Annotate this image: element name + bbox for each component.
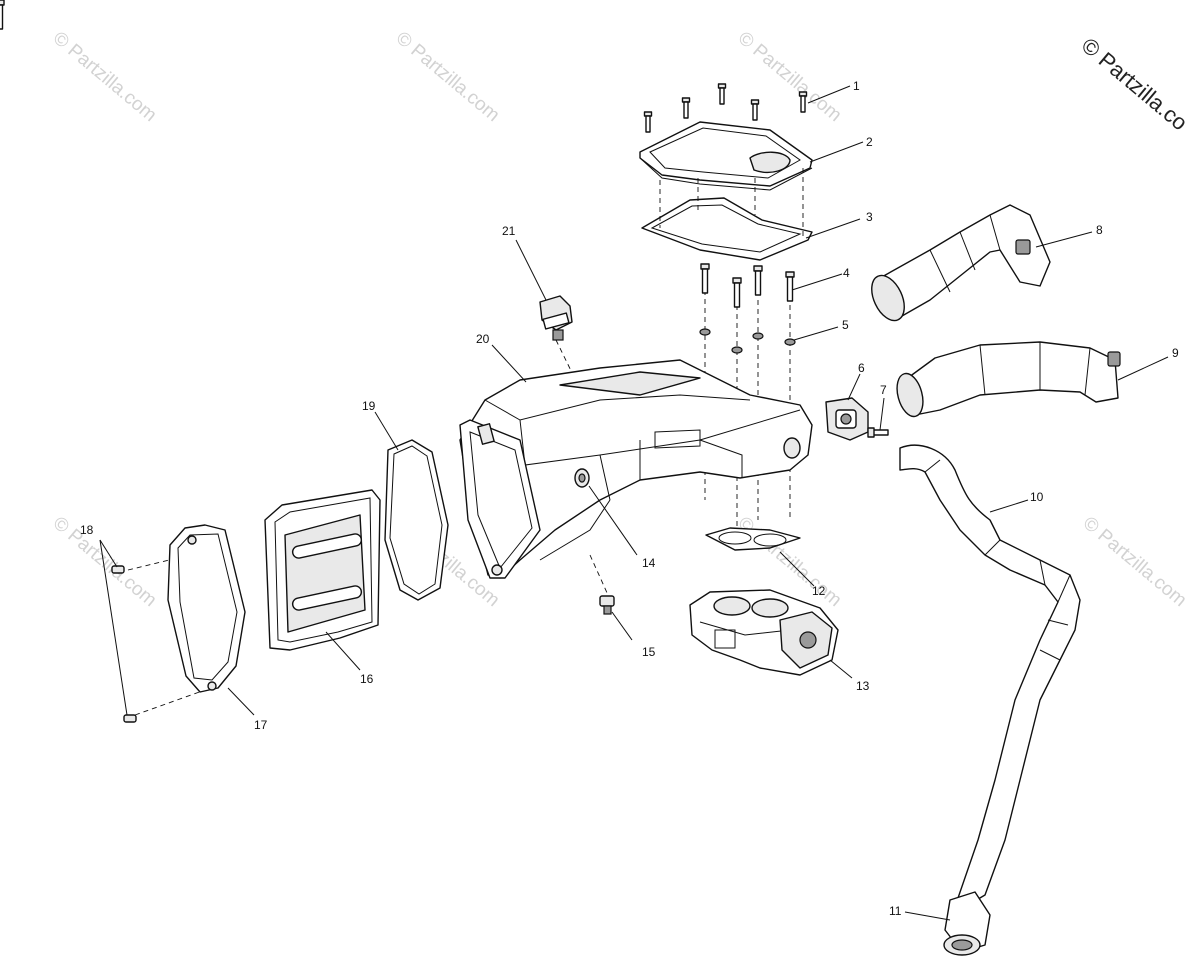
callout-5: 5	[842, 318, 849, 332]
air-box-20[interactable]	[459, 359, 813, 579]
callout-16: 16	[360, 672, 374, 686]
sensor-21[interactable]	[539, 295, 573, 341]
callout-12: 12	[812, 584, 826, 598]
screw-7[interactable]	[867, 427, 889, 438]
throttle-body-gasket-12[interactable]	[705, 527, 801, 551]
callout-18: 18	[80, 523, 94, 537]
grommet-14[interactable]	[574, 468, 590, 488]
callout-8: 8	[1096, 223, 1103, 237]
callout-4: 4	[843, 266, 850, 280]
cover-gasket-3[interactable]	[641, 197, 813, 261]
watermarks: © Partzilla.com © Partzilla.com © Partzi…	[49, 28, 1193, 611]
callout-20: 20	[476, 332, 490, 346]
callout-15: 15	[642, 645, 656, 659]
screw-4[interactable]	[0, 0, 795, 308]
callout-3: 3	[866, 210, 873, 224]
callout-7: 7	[880, 383, 887, 397]
watermark-1: © Partzilla.com	[49, 28, 161, 126]
intake-duct-8[interactable]	[865, 204, 1051, 326]
air-filter-16[interactable]	[264, 489, 381, 651]
filter-seal-19[interactable]	[384, 439, 449, 601]
watermark-7: © Partzilla.com	[1079, 513, 1191, 611]
callout-1: 1	[853, 79, 860, 93]
screw-1[interactable]	[0, 0, 808, 133]
cover-screw-18[interactable]	[111, 565, 137, 723]
callout-13: 13	[856, 679, 870, 693]
filter-cover-17[interactable]	[167, 524, 246, 693]
callout-17: 17	[254, 718, 268, 732]
leader-lines	[99, 85, 1169, 921]
callout-2: 2	[866, 135, 873, 149]
washer-5[interactable]	[699, 328, 796, 354]
callout-19: 19	[362, 399, 376, 413]
callout-9: 9	[1172, 346, 1179, 360]
air-box-cover-2[interactable]	[639, 121, 813, 191]
callout-11: 11	[889, 904, 902, 918]
callouts: 1 2 3 4 5 6 7 8 9 10 11 12 13 14 15 16 1…	[80, 79, 1179, 918]
callout-10: 10	[1030, 490, 1044, 504]
watermark-2: © Partzilla.com	[392, 28, 504, 126]
watermark-3: © Partzilla.com	[734, 28, 846, 126]
callout-21: 21	[502, 224, 516, 238]
hose-10[interactable]	[899, 444, 1081, 906]
sensor-6[interactable]	[825, 397, 869, 441]
callout-6: 6	[858, 361, 865, 375]
drain-plug-15[interactable]	[599, 595, 615, 615]
hose-end-11[interactable]	[943, 891, 991, 956]
watermark-4: © Partzilla.com	[49, 513, 161, 611]
throttle-body-13[interactable]	[689, 589, 839, 676]
watermark-corner: © Partzilla.co	[1077, 33, 1193, 136]
callout-14: 14	[642, 556, 656, 570]
intake-duct-9[interactable]	[893, 341, 1121, 419]
